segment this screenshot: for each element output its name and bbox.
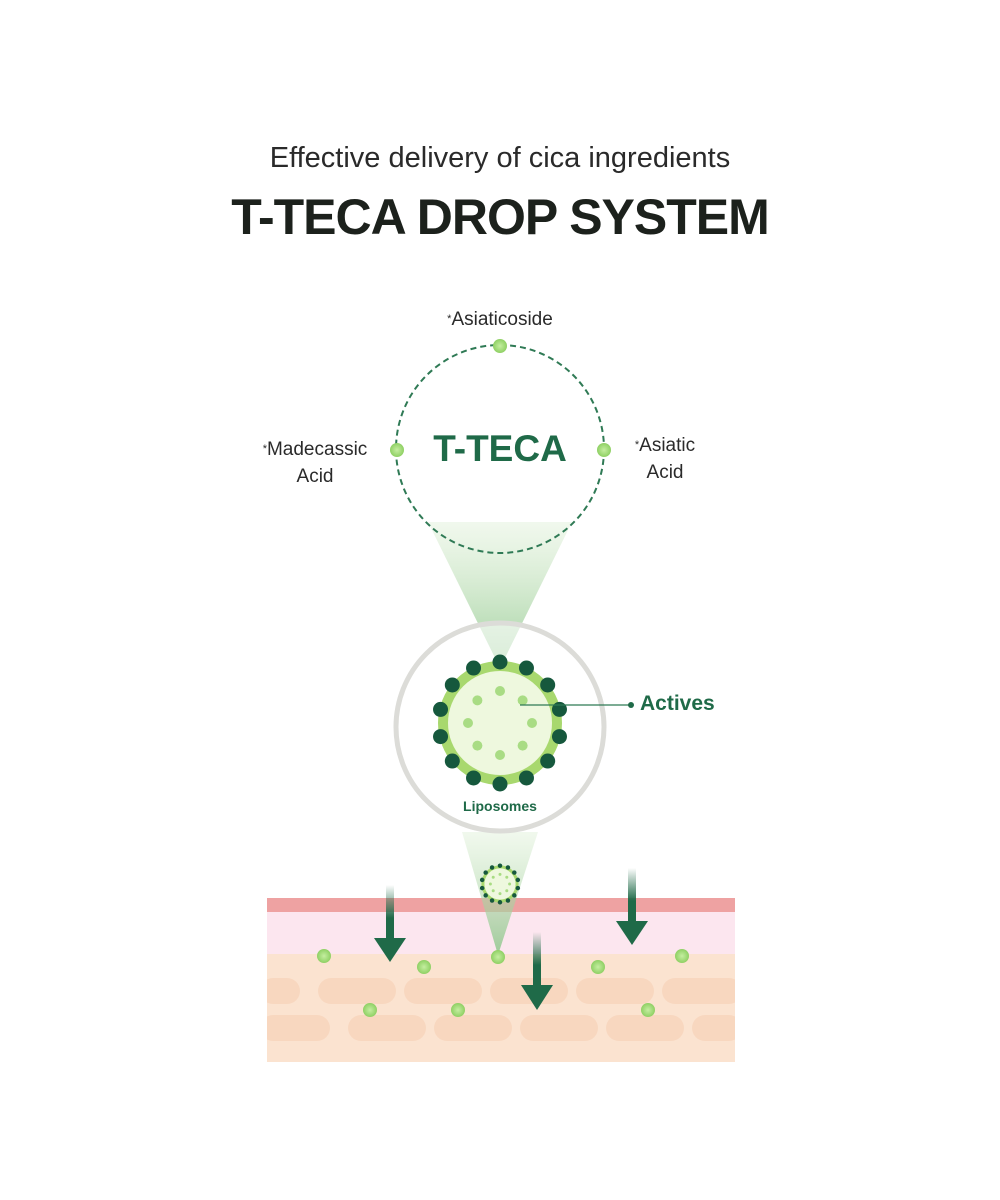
lipid-head-dot <box>512 870 517 875</box>
lipid-head-dot <box>466 770 482 786</box>
active-dot <box>517 695 528 706</box>
active-dot <box>505 889 509 893</box>
lipid-head-dot <box>489 898 495 903</box>
asterisk: * <box>634 439 640 451</box>
lipid-head-dot <box>479 877 485 883</box>
page-title: T-TECA DROP SYSTEM <box>231 189 770 245</box>
small-liposome <box>479 863 521 905</box>
actives-label: Actives <box>640 692 715 715</box>
lipid-head-dot <box>518 770 534 786</box>
active-dot <box>505 875 509 879</box>
lipid-head-dot <box>433 701 449 717</box>
ingredient-name: Madecassic <box>266 439 368 460</box>
lipid-head-dot <box>540 677 556 693</box>
lipid-head-dot <box>444 753 460 769</box>
lipid-head-dot <box>515 877 521 883</box>
arrow-down-icon <box>616 868 648 945</box>
active-dot <box>495 686 505 696</box>
focus-cone-top <box>428 522 572 668</box>
active-dot <box>472 740 483 751</box>
active-dot <box>498 872 502 876</box>
active-dot <box>491 889 495 893</box>
arrow-down-icon <box>521 932 553 1010</box>
lipid-head-dot <box>497 900 503 905</box>
active-dot <box>527 718 537 728</box>
active-dot <box>517 740 528 751</box>
liposome <box>433 654 567 792</box>
lipid-head-dot <box>515 885 521 891</box>
asiaticoside-dot <box>493 339 507 353</box>
skin-layers <box>247 890 755 1070</box>
lipid-head-dot <box>489 865 495 870</box>
asterisk: * <box>262 443 267 455</box>
lipid-head-dot <box>540 753 556 769</box>
ingredient-name-line2: Acid <box>646 462 684 483</box>
active-dot <box>472 695 483 706</box>
active-dot <box>495 750 505 760</box>
lipid-head-dot <box>483 870 488 875</box>
asiatic-acid-dot <box>597 443 611 457</box>
liposome-membrane <box>438 661 562 785</box>
asterisk: * <box>447 313 452 325</box>
liposome-membrane <box>481 865 519 903</box>
lipid-head-dot <box>433 729 449 745</box>
liposomes-label: Liposomes <box>463 798 537 814</box>
lipid-head-dot <box>492 776 508 792</box>
ingredient-name: Asiaticoside <box>451 309 553 330</box>
active-dot <box>488 882 492 886</box>
ingredient-name: Asiatic <box>639 435 696 456</box>
lipid-head-dot <box>492 654 508 670</box>
subtitle: Effective delivery of cica ingredients <box>269 142 731 174</box>
lipid-head-dot <box>512 893 517 898</box>
lipid-head-dot <box>444 677 460 693</box>
pointer-dot <box>628 702 634 708</box>
active-dot <box>463 718 473 728</box>
penetration-arrows <box>374 868 648 1010</box>
lipid-head-dot <box>551 701 567 717</box>
arrow-down-icon <box>374 885 406 962</box>
lipid-head-dot <box>551 729 567 745</box>
active-dot <box>491 875 495 879</box>
lipid-head-dot <box>518 660 534 676</box>
lipid-head-dot <box>505 898 511 903</box>
lipid-head-dot <box>497 863 503 868</box>
skin-cells <box>260 978 742 1041</box>
madecassic-acid-dot <box>390 443 404 457</box>
lipid-head-dot <box>466 660 482 676</box>
lipid-head-dot <box>479 885 485 891</box>
label-asiaticoside: *Asiaticoside <box>400 306 600 333</box>
active-dot <box>508 882 512 886</box>
core-label: T-TECA <box>433 428 567 469</box>
absorbed-actives <box>317 949 689 1017</box>
ingredient-name-line2: Acid <box>296 466 334 487</box>
lipid-head-dot <box>483 893 488 898</box>
lipid-head-dot <box>505 865 511 870</box>
active-dot <box>498 892 502 896</box>
